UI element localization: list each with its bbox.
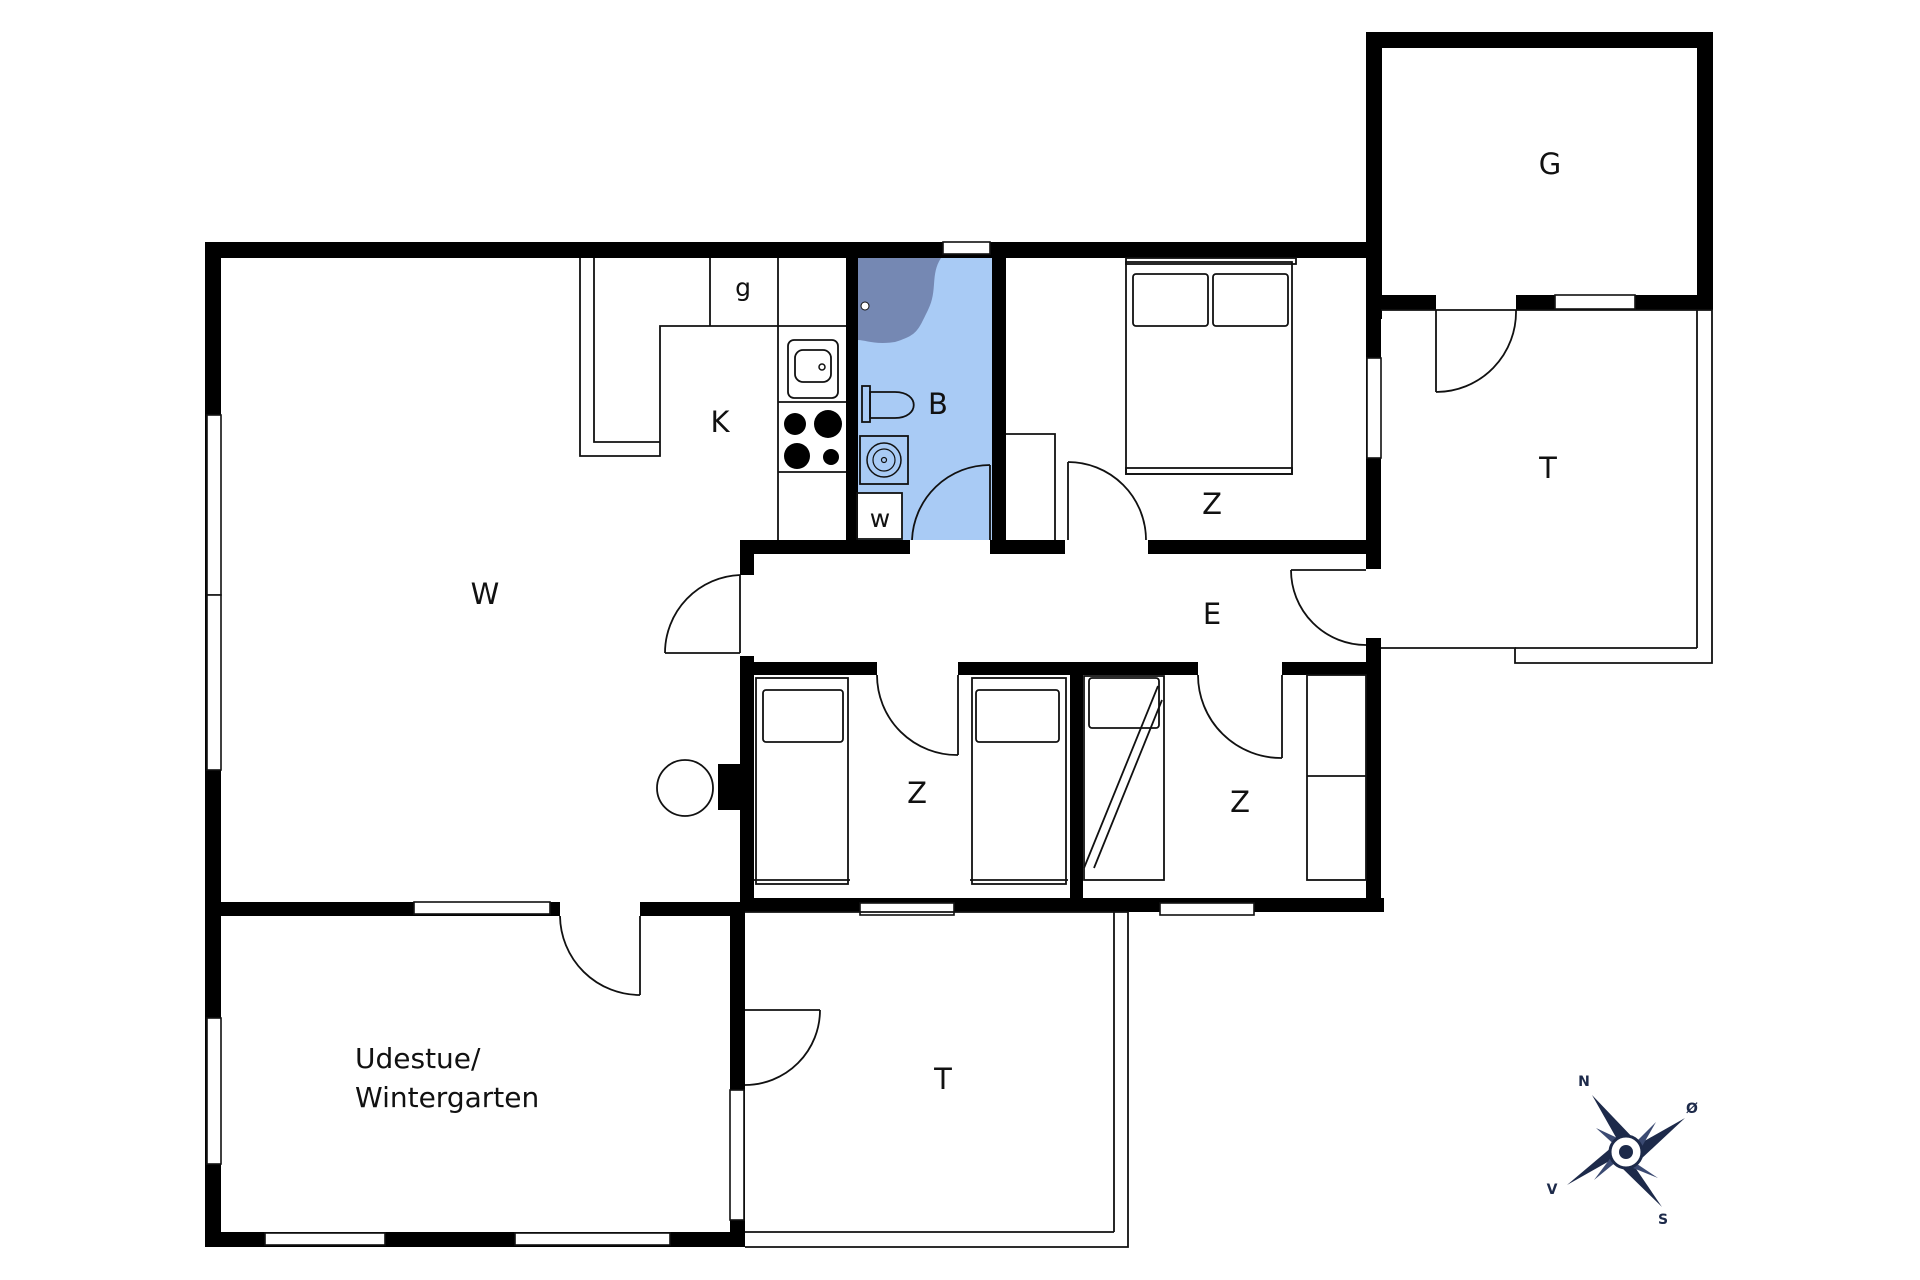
drain-icon [860, 301, 870, 311]
room-label-living: W [471, 577, 500, 611]
single-bed-icon [754, 677, 850, 885]
room-labels: W K g B w Z E Z Z G T T Udestue/ Winterg… [355, 147, 1561, 1114]
room-label-terrace-south: T [933, 1062, 952, 1096]
shower-area [858, 258, 941, 343]
bathroom-fixtures [856, 301, 915, 540]
sink-icon [787, 339, 839, 399]
bathroom-floor [857, 258, 992, 540]
room-label-sunroom-line2: Wintergarten [355, 1081, 539, 1114]
room-label-bath-w: w [870, 504, 890, 533]
stove-icon [784, 410, 842, 469]
windows [206, 241, 1636, 1246]
compass-rose: N Ø S V [1547, 1074, 1698, 1228]
compass-v-label: V [1547, 1182, 1558, 1198]
single-bed-icon [970, 677, 1068, 885]
room-label-hall: E [1203, 597, 1221, 631]
room-label-bedroom-ne: Z [1202, 487, 1222, 521]
toilet-icon [861, 385, 915, 423]
compass-n-label: N [1578, 1074, 1590, 1090]
double-bed-icon [1125, 257, 1297, 475]
bunk-bed-icon [1083, 675, 1165, 881]
terraces-outline [745, 309, 1713, 1248]
room-label-bedroom-se: Z [1230, 785, 1250, 819]
room-label-bath: B [928, 387, 948, 421]
round-table-icon [656, 759, 714, 817]
washbasin-icon [859, 435, 909, 485]
room-label-garage: G [1539, 147, 1561, 181]
kitchen-counters [579, 258, 846, 540]
furniture [656, 257, 1367, 885]
doors [559, 309, 1517, 1086]
room-label-terrace-east: T [1538, 451, 1557, 485]
compass-o-label: Ø [1686, 1101, 1698, 1117]
room-label-kitchen: K [710, 405, 730, 439]
room-label-kitchen-g: g [735, 273, 751, 302]
room-label-bedroom-mid: Z [907, 776, 927, 810]
compass-s-label: S [1658, 1212, 1668, 1228]
room-label-sunroom-line1: Udestue/ [355, 1042, 481, 1075]
